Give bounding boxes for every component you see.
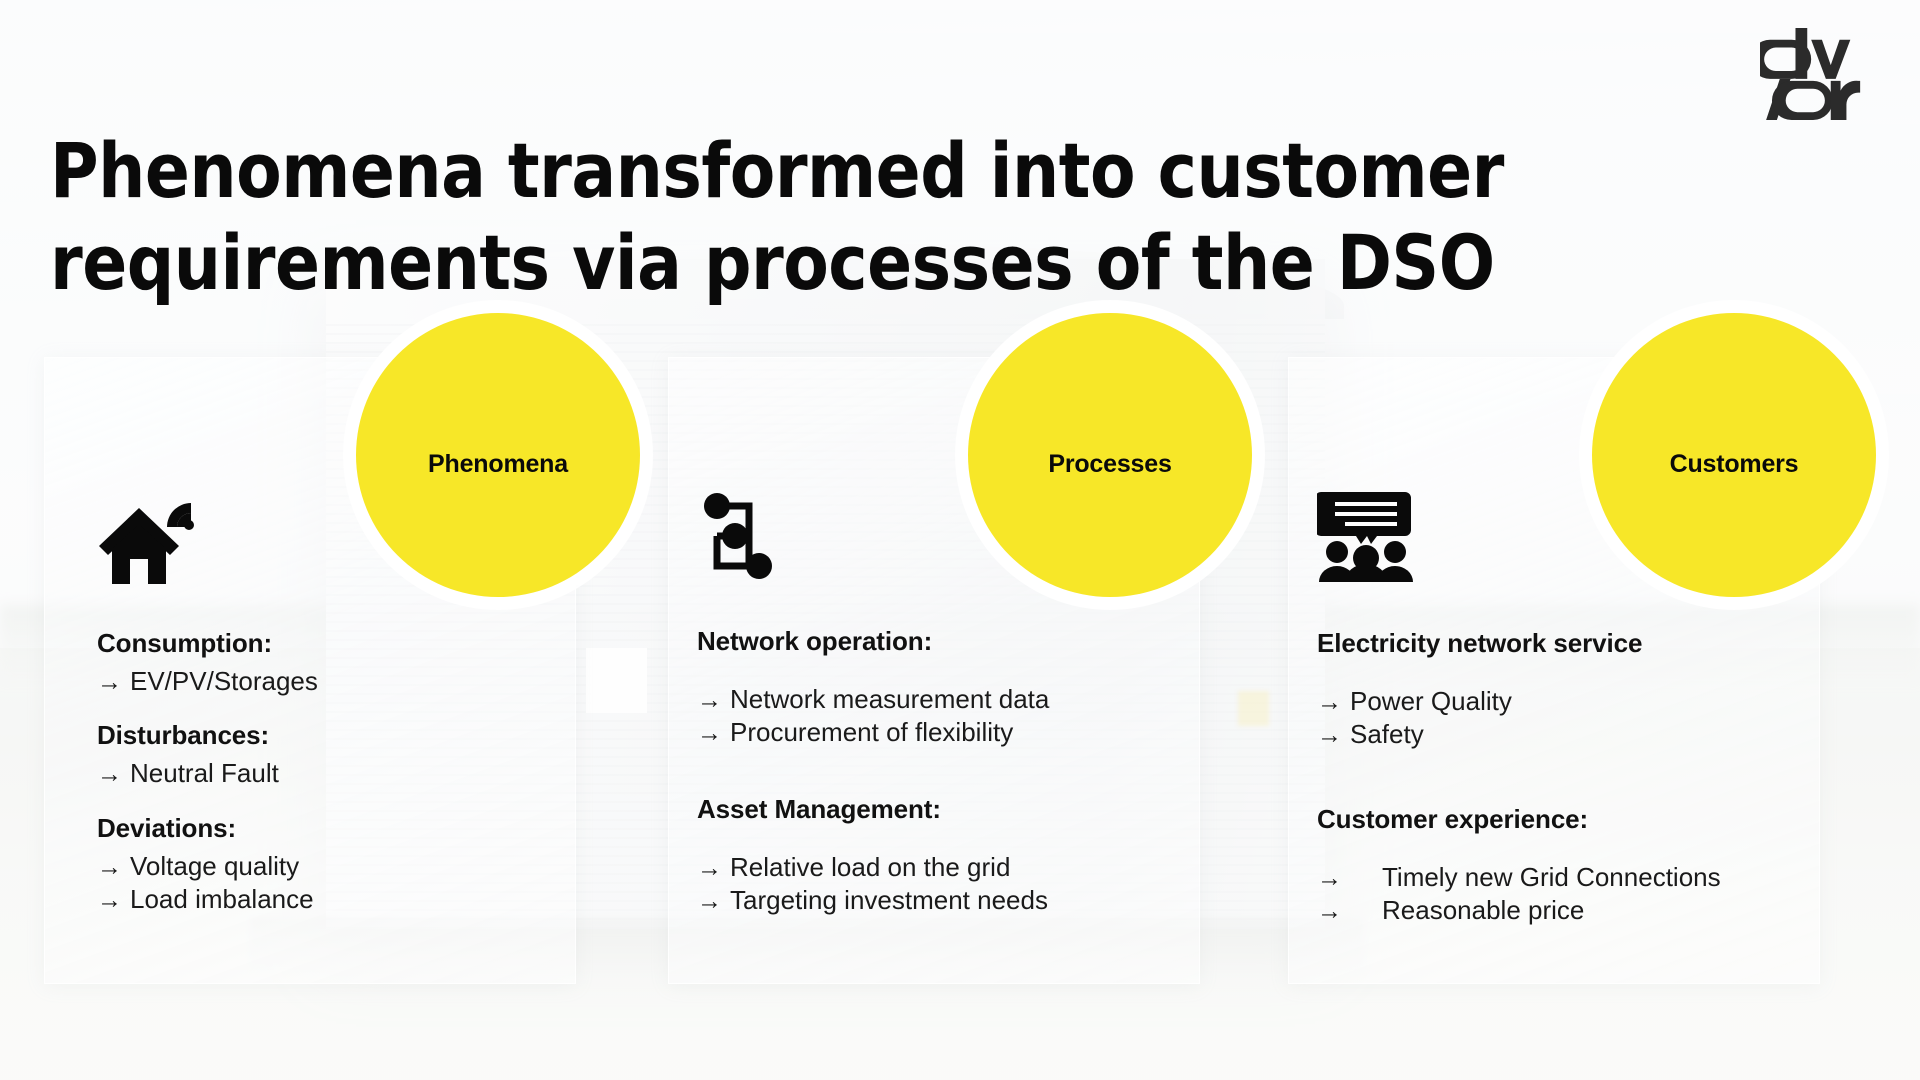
arrow-icon: → — [1317, 688, 1342, 716]
arrow-icon: → — [697, 686, 722, 714]
group-disturbances: Disturbances: → Neutral Fault — [97, 720, 557, 790]
badge-phenomena: Phenomena — [356, 313, 640, 597]
group-heading: Electricity network service — [1317, 628, 1801, 659]
group-deviations: Deviations: → Voltage quality → Load imbal… — [97, 813, 557, 917]
group-heading-text: Deviations — [97, 812, 228, 843]
group-heading-text: Asset Management — [697, 793, 933, 824]
group-heading-text: Customer experience — [1317, 803, 1580, 834]
arrow-icon: → — [97, 668, 122, 696]
list-item-label: Targeting investment needs — [730, 884, 1048, 915]
group-heading-text: Disturbances — [97, 720, 261, 751]
group-heading: Consumption: — [97, 628, 557, 659]
list-item-label: Voltage quality — [130, 850, 300, 881]
card-customers-content: Electricity network service → Power Quali… — [1317, 628, 1801, 927]
group-heading: Network operation: — [697, 626, 1181, 657]
group-customer-experience: Customer experience: → Timely new Grid Co… — [1317, 804, 1801, 928]
group-heading: Asset Management: — [697, 794, 1181, 825]
arrow-icon: → — [697, 853, 722, 882]
arrow-icon: → — [1317, 896, 1342, 925]
list-item: → Reasonable price — [1317, 894, 1801, 927]
group-asset-management: Asset Management: → Relative load on the … — [697, 794, 1181, 918]
title-line-2: requirements via processes of the DSO — [50, 217, 1495, 307]
arrow-icon: → — [697, 719, 722, 748]
group-heading-colon: : — [923, 626, 933, 656]
group-heading: Deviations: — [97, 813, 557, 844]
list-item: → Procurement of flexibility — [697, 716, 1181, 749]
card-customers-body: Electricity network service → Power Quali… — [1289, 358, 1819, 983]
advian-logo — [1750, 26, 1878, 122]
card-phenomena: Consumption: → EV/PV/Storages Disturbance… — [44, 357, 576, 984]
badge-phenomena-label: Phenomena — [428, 449, 568, 478]
card-phenomena-body: Consumption: → EV/PV/Storages Disturbance… — [45, 358, 575, 983]
list-item-label: Reasonable price — [1382, 894, 1585, 925]
list-item: → Voltage quality — [97, 850, 557, 883]
arrow-icon: → — [1317, 721, 1342, 750]
list-item: → Safety — [1317, 718, 1801, 751]
group-heading-text: Consumption — [97, 628, 264, 658]
list-item-label: Safety — [1350, 719, 1424, 750]
list-item: → Power Quality — [1317, 685, 1801, 718]
group-heading: Customer experience: — [1317, 804, 1801, 835]
group-heading-text: Network operation — [697, 626, 924, 656]
list-item-label: Timely new Grid Connections — [1382, 861, 1721, 892]
list-item-label: EV/PV/Storages — [130, 666, 318, 696]
list-item-label: Neutral Fault — [130, 758, 279, 789]
badge-customers-label: Customers — [1669, 449, 1799, 478]
card-processes: Network operation: → Network measurement … — [668, 357, 1200, 984]
list-item: → Timely new Grid Connections — [1317, 861, 1801, 894]
badge-customers: Customers — [1592, 313, 1876, 597]
list-item: → Neutral Fault — [97, 757, 557, 790]
group-heading-colon: : — [227, 812, 237, 843]
badge-processes: Processes — [968, 313, 1252, 597]
list-item: → Targeting investment needs — [697, 884, 1181, 917]
title-line-1: Phenomena transformed into customer — [50, 125, 1504, 215]
list-item-label: Load imbalance — [130, 883, 314, 914]
house-wifi-icon — [95, 491, 205, 587]
list-item-label: Network measurement data — [730, 684, 1050, 714]
card-phenomena-content: Consumption: → EV/PV/Storages Disturbance… — [97, 628, 557, 916]
list-item: → Relative load on the grid — [697, 851, 1181, 884]
list-item: → Load imbalance — [97, 883, 557, 916]
group-electricity-network-service: Electricity network service → Power Quali… — [1317, 628, 1801, 752]
arrow-icon: → — [1317, 863, 1342, 892]
card-processes-content: Network operation: → Network measurement … — [697, 626, 1181, 917]
group-heading-text: Electricity network service — [1317, 628, 1643, 658]
group-heading-colon: : — [1579, 803, 1589, 834]
customers-speech-icon — [1315, 486, 1427, 582]
list-item-label: Procurement of flexibility — [730, 717, 1014, 748]
group-heading-colon: : — [260, 720, 270, 751]
group-consumption: Consumption: → EV/PV/Storages — [97, 628, 557, 698]
card-processes-body: Network operation: → Network measurement … — [669, 358, 1199, 983]
group-heading: Disturbances: — [97, 720, 557, 751]
arrow-icon: → — [97, 885, 122, 914]
arrow-icon: → — [697, 886, 722, 915]
list-item: → EV/PV/Storages — [97, 665, 557, 698]
badge-processes-label: Processes — [1048, 449, 1172, 478]
list-item: → Network measurement data — [697, 683, 1181, 716]
network-nodes-icon — [697, 488, 807, 584]
arrow-icon: → — [97, 852, 122, 881]
group-network-operation: Network operation: → Network measurement … — [697, 626, 1181, 750]
group-heading-colon: : — [932, 793, 941, 824]
list-item-label: Power Quality — [1350, 686, 1512, 716]
arrow-icon: → — [97, 760, 122, 789]
group-heading-colon: : — [263, 628, 272, 658]
list-item-label: Relative load on the grid — [730, 851, 1011, 882]
slide-title: Phenomena transformed into customer requ… — [50, 125, 1699, 307]
